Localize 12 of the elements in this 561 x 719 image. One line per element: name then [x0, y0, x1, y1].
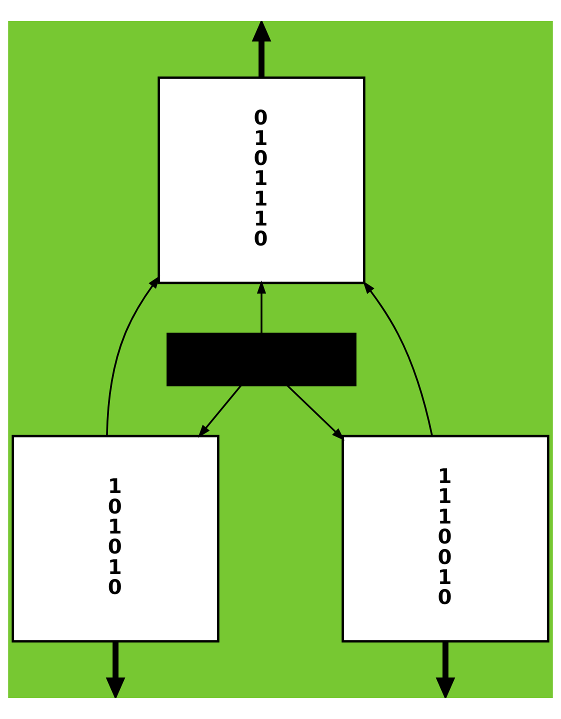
- node-box: 1 0 1 0 1 0: [12, 434, 220, 643]
- arrow: [436, 642, 456, 698]
- arrow: [252, 21, 272, 78]
- arrow: [106, 642, 126, 698]
- node-bar: [166, 332, 356, 386]
- node-box: 0 1 0 1 1 1 0: [158, 76, 366, 284]
- arrow: [286, 384, 345, 441]
- arrow: [198, 384, 242, 438]
- arrow: [362, 280, 433, 436]
- arrow: [106, 275, 160, 436]
- node-box: 1 1 1 0 0 1 0: [342, 434, 550, 643]
- arrow: [256, 280, 266, 334]
